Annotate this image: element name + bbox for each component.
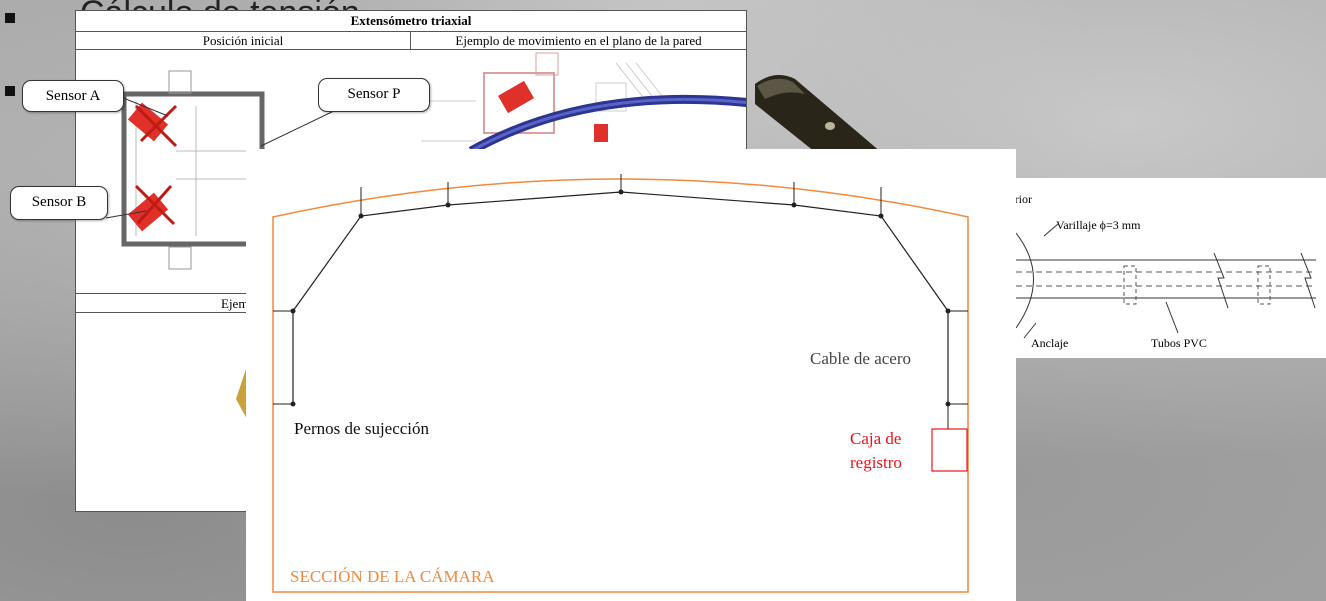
moved-sensor-marker bbox=[498, 80, 534, 114]
column-header-movement: Ejemplo de movimiento en el plano de la … bbox=[411, 32, 746, 50]
chamber-outline bbox=[272, 178, 969, 593]
chamber-section-panel: Cable de acero Pernos de sujección Caja … bbox=[246, 149, 1016, 601]
callout-sensor-b: Sensor B bbox=[10, 186, 108, 220]
rod-extensometer-drawing bbox=[1015, 223, 1316, 339]
chamber-section-drawing bbox=[272, 174, 969, 593]
column-header-initial: Posición inicial bbox=[76, 32, 411, 50]
sensor-a-marker bbox=[127, 102, 178, 148]
section-title: SECCIÓN DE LA CÁMARA bbox=[290, 567, 495, 586]
anchor-bolts bbox=[290, 189, 951, 407]
sensor-b-marker bbox=[127, 184, 176, 232]
box-label-line1: Caja de bbox=[850, 429, 902, 448]
cable-label: Cable de acero bbox=[810, 349, 911, 368]
steel-cable-line bbox=[292, 191, 949, 404]
bolts-label: Pernos de sujección bbox=[294, 419, 430, 438]
box-label-line2: registro bbox=[850, 453, 902, 472]
label-tubes: Tubos PVC bbox=[1151, 336, 1207, 350]
bullet-marker bbox=[5, 86, 15, 96]
callout-sensor-a: Sensor A bbox=[22, 80, 124, 112]
label-rods: Varillaje ϕ=3 mm bbox=[1056, 218, 1141, 232]
junction-box bbox=[931, 428, 968, 472]
bullet-marker bbox=[5, 13, 15, 23]
label-anchor: Anclaje bbox=[1031, 336, 1069, 350]
mount-plate-top bbox=[168, 70, 192, 94]
mount-plate-bottom bbox=[168, 246, 192, 270]
table-title: Extensómetro triaxial bbox=[76, 11, 746, 32]
moved-sensor-marker bbox=[594, 124, 608, 142]
rod-extensometer-figure: nterior Varillaje ϕ=3 mm Anclaje Tubos P… bbox=[996, 178, 1326, 358]
callout-sensor-p: Sensor P bbox=[318, 78, 430, 112]
